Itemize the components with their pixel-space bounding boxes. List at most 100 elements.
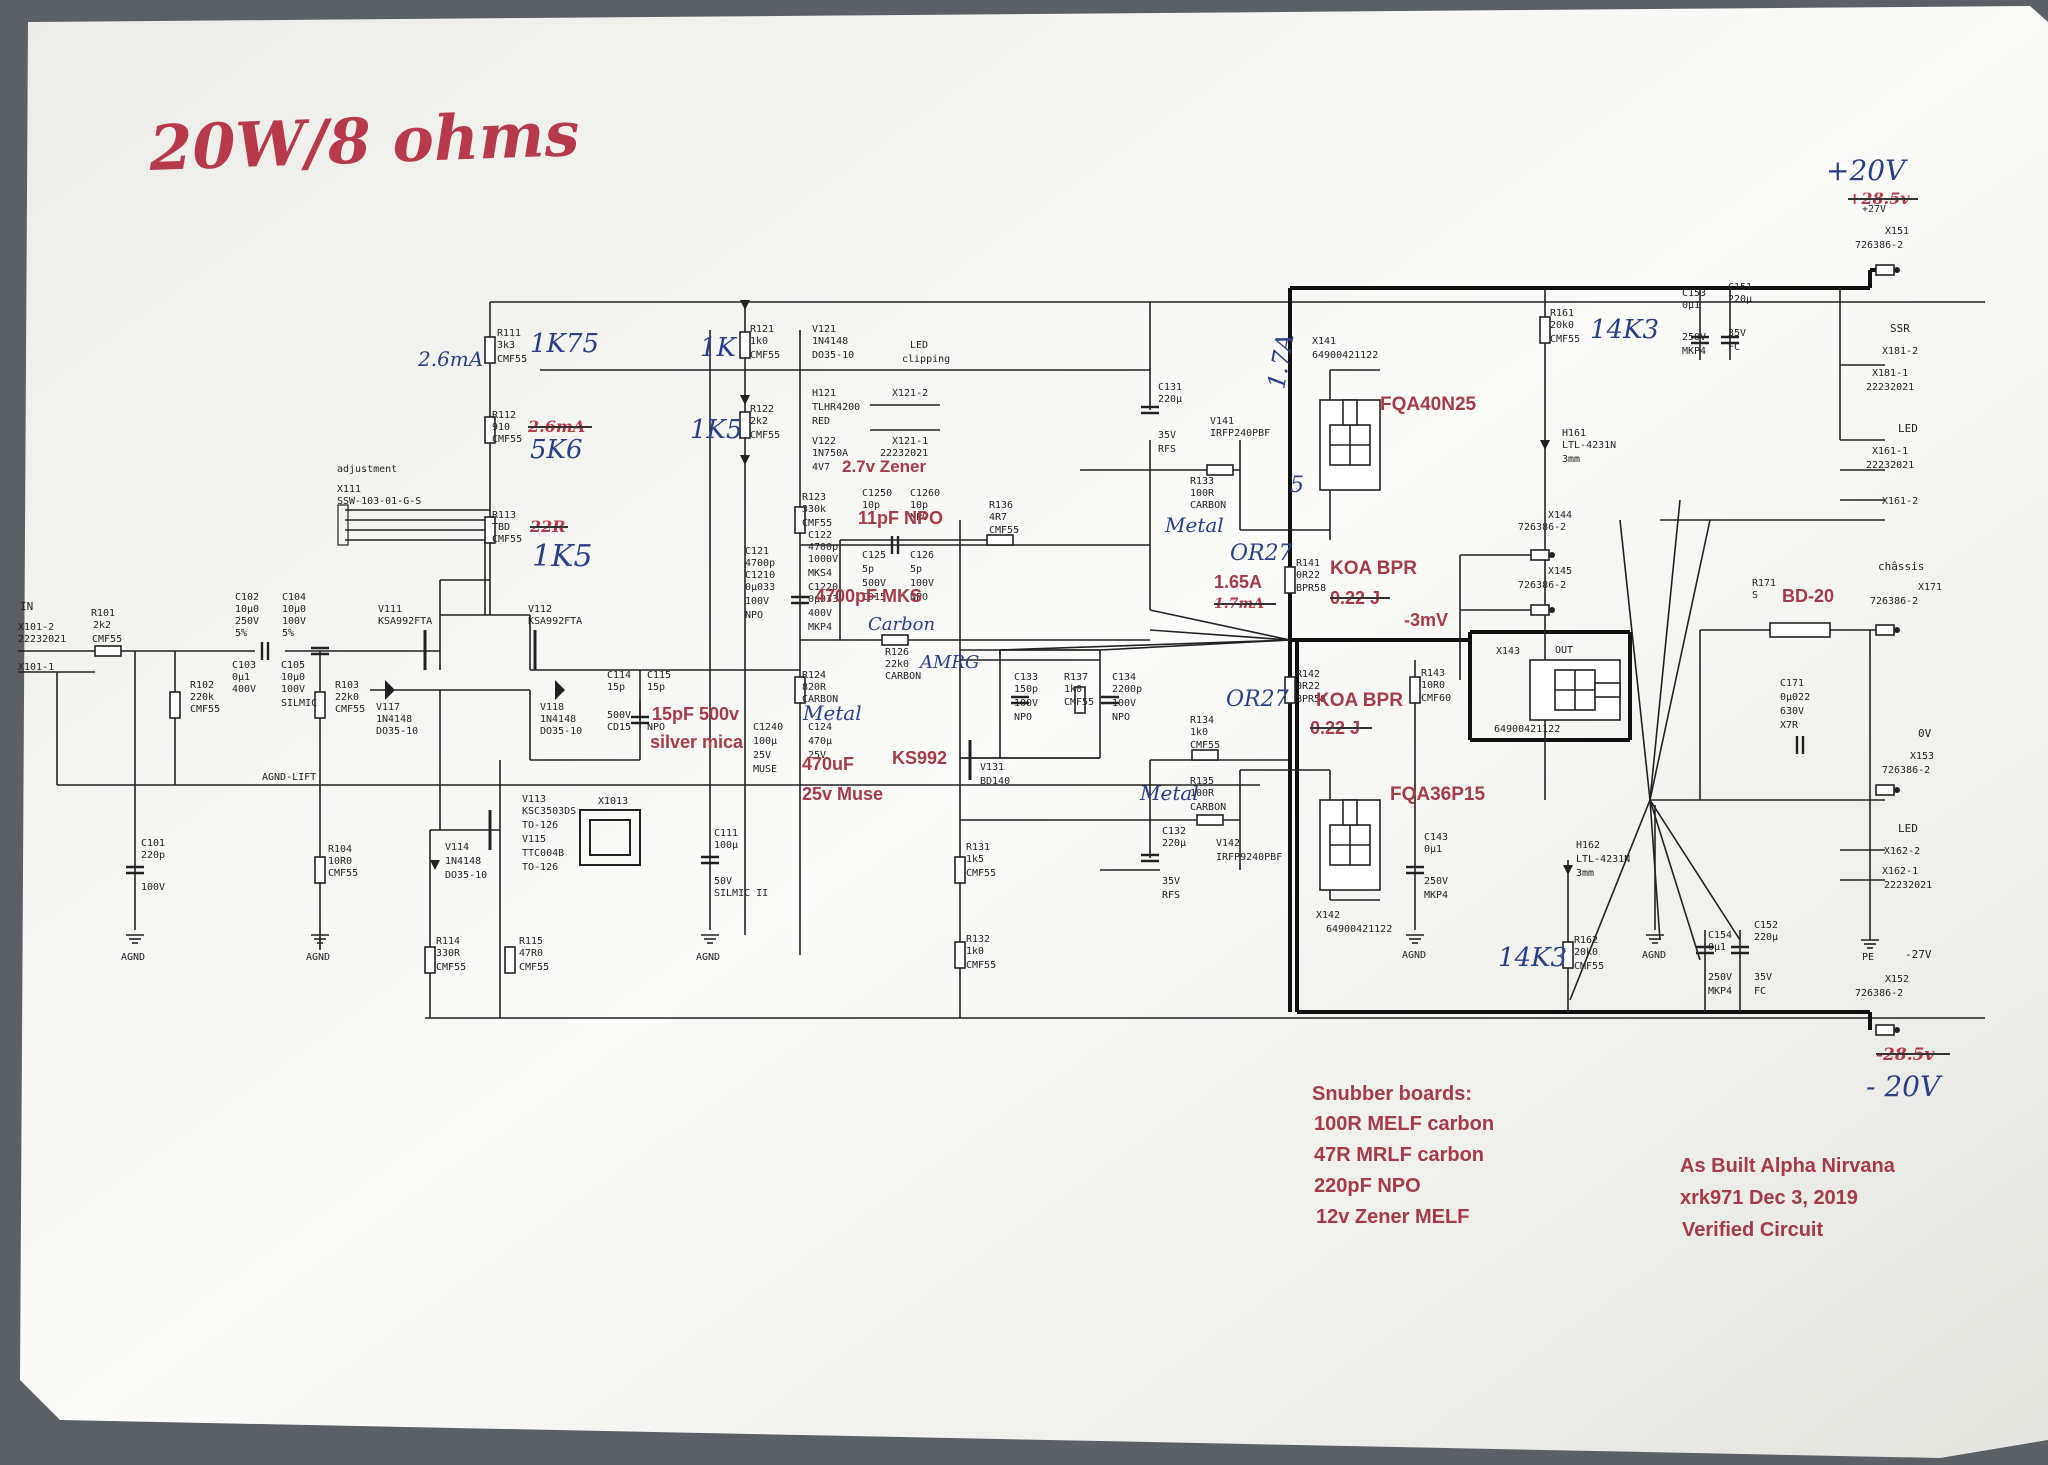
svg-text:10µ0: 10µ0 bbox=[235, 604, 259, 615]
svg-text:H162: H162 bbox=[1576, 840, 1600, 851]
svg-text:MKP4: MKP4 bbox=[1682, 346, 1706, 357]
svg-text:C153: C153 bbox=[1682, 288, 1706, 299]
svg-text:50V: 50V bbox=[714, 876, 732, 887]
svg-text:-3mV: -3mV bbox=[1404, 610, 1448, 630]
svg-text:R134: R134 bbox=[1190, 715, 1214, 726]
svg-text:726386-2: 726386-2 bbox=[1518, 522, 1566, 533]
svg-text:12v Zener MELF: 12v Zener MELF bbox=[1316, 1206, 1469, 1228]
svg-text:100V: 100V bbox=[282, 616, 306, 627]
svg-text:3mm: 3mm bbox=[1562, 454, 1580, 465]
svg-text:150p: 150p bbox=[1014, 684, 1038, 695]
svg-text:R123: R123 bbox=[802, 492, 826, 503]
svg-text:220µ: 220µ bbox=[1158, 394, 1182, 405]
svg-text:CMF55: CMF55 bbox=[966, 960, 996, 971]
svg-text:100µ: 100µ bbox=[714, 840, 738, 851]
svg-text:Metal: Metal bbox=[1139, 781, 1199, 805]
svg-text:500V: 500V bbox=[607, 710, 631, 721]
svg-text:R101: R101 bbox=[91, 608, 115, 619]
svg-text:FQA36P15: FQA36P15 bbox=[1390, 784, 1485, 805]
svg-text:CD15: CD15 bbox=[862, 592, 886, 603]
svg-text:470µ: 470µ bbox=[808, 736, 832, 747]
svg-text:R104: R104 bbox=[328, 844, 352, 855]
svg-text:H161: H161 bbox=[1562, 428, 1586, 439]
svg-text:V122: V122 bbox=[812, 436, 836, 447]
svg-text:X121-1: X121-1 bbox=[892, 436, 928, 447]
svg-text:20k0: 20k0 bbox=[1574, 947, 1598, 958]
svg-text:R171: R171 bbox=[1752, 578, 1776, 589]
svg-text:250V: 250V bbox=[1424, 876, 1448, 887]
svg-text:V111: V111 bbox=[378, 604, 402, 615]
svg-text:1N4148: 1N4148 bbox=[812, 336, 848, 347]
svg-text:910: 910 bbox=[492, 422, 510, 433]
svg-text:C131: C131 bbox=[1158, 382, 1182, 393]
svg-text:C133: C133 bbox=[1014, 672, 1038, 683]
svg-text:10µ0: 10µ0 bbox=[282, 604, 306, 615]
svg-text:X141: X141 bbox=[1312, 336, 1336, 347]
svg-text:TO-126: TO-126 bbox=[522, 862, 558, 873]
svg-text:C102: C102 bbox=[235, 592, 259, 603]
svg-text:C1260: C1260 bbox=[910, 488, 940, 499]
svg-text:NPO: NPO bbox=[910, 592, 928, 603]
svg-text:15pF 500v: 15pF 500v bbox=[652, 704, 739, 724]
svg-text:MKP4: MKP4 bbox=[1424, 890, 1448, 901]
svg-text:R141: R141 bbox=[1296, 558, 1320, 569]
svg-text:220µ: 220µ bbox=[1754, 932, 1778, 943]
svg-text:PE: PE bbox=[1862, 952, 1874, 963]
svg-text:22232021: 22232021 bbox=[18, 634, 66, 645]
svg-text:100R: 100R bbox=[1190, 788, 1215, 799]
svg-text:SILMIC: SILMIC bbox=[281, 698, 317, 709]
svg-text:1N750A: 1N750A bbox=[812, 448, 848, 459]
svg-text:100V: 100V bbox=[910, 578, 934, 589]
svg-text:22k0: 22k0 bbox=[335, 692, 359, 703]
svg-text:1000V: 1000V bbox=[808, 554, 838, 565]
svg-text:100V: 100V bbox=[1112, 698, 1136, 709]
svg-text:Snubber boards:: Snubber boards: bbox=[1312, 1083, 1472, 1105]
svg-text:FQA40N25: FQA40N25 bbox=[1380, 394, 1477, 415]
svg-text:25v Muse: 25v Muse bbox=[802, 784, 883, 804]
svg-text:FC: FC bbox=[1754, 986, 1766, 997]
svg-text:726386-2: 726386-2 bbox=[1870, 596, 1918, 607]
svg-text:V115: V115 bbox=[522, 834, 546, 845]
svg-text:X153: X153 bbox=[1910, 751, 1934, 762]
svg-text:CMF55: CMF55 bbox=[1550, 334, 1580, 345]
svg-text:C114: C114 bbox=[607, 670, 631, 681]
svg-text:clipping: clipping bbox=[902, 354, 950, 365]
svg-text:KOA BPR: KOA BPR bbox=[1330, 558, 1417, 579]
handwritten-title: 20W/8 ohms bbox=[147, 97, 581, 185]
svg-text:726386-2: 726386-2 bbox=[1518, 580, 1566, 591]
svg-text:1N4148: 1N4148 bbox=[540, 714, 576, 725]
svg-text:X101-2: X101-2 bbox=[18, 622, 54, 633]
svg-text:X181-1: X181-1 bbox=[1872, 368, 1908, 379]
svg-text:5p: 5p bbox=[862, 564, 874, 575]
svg-text:1k0: 1k0 bbox=[1064, 684, 1082, 695]
svg-text:CMF55: CMF55 bbox=[92, 634, 122, 645]
svg-text:AGND: AGND bbox=[696, 952, 720, 963]
svg-text:3k3: 3k3 bbox=[497, 340, 515, 351]
svg-text:C101: C101 bbox=[141, 838, 165, 849]
svg-text:CMF55: CMF55 bbox=[492, 434, 522, 445]
svg-text:0µ1: 0µ1 bbox=[1424, 844, 1442, 855]
svg-text:OR27: OR27 bbox=[1226, 687, 1289, 712]
wires bbox=[18, 268, 1985, 1030]
svg-text:LED: LED bbox=[1898, 422, 1918, 435]
handwritten-annotations: 1K75 2.6mA 2.6mA 5K6 22R 1K5 1K 1K5 2.7v… bbox=[417, 154, 1950, 1103]
svg-text:15p: 15p bbox=[607, 682, 625, 693]
svg-text:Verified Circuit: Verified Circuit bbox=[1682, 1219, 1823, 1241]
svg-text:MUSE: MUSE bbox=[753, 764, 777, 775]
svg-text:C104: C104 bbox=[282, 592, 306, 603]
svg-text:1K5: 1K5 bbox=[690, 415, 743, 445]
svg-text:SSR: SSR bbox=[1890, 322, 1910, 335]
svg-text:Carbon: Carbon bbox=[868, 614, 935, 635]
svg-text:AGND-LIFT: AGND-LIFT bbox=[262, 772, 316, 783]
svg-text:Metal: Metal bbox=[802, 701, 862, 725]
svg-text:0V: 0V bbox=[1918, 727, 1932, 740]
svg-text:0µ033: 0µ033 bbox=[808, 594, 838, 605]
svg-text:TBD: TBD bbox=[492, 522, 510, 533]
svg-text:AGND: AGND bbox=[121, 952, 145, 963]
svg-text:CMF55: CMF55 bbox=[1064, 697, 1094, 708]
svg-text:R113: R113 bbox=[492, 510, 516, 521]
svg-text:2.7v Zener: 2.7v Zener bbox=[842, 457, 926, 476]
svg-text:220p: 220p bbox=[141, 850, 165, 861]
svg-text:0µ1: 0µ1 bbox=[1682, 300, 1700, 311]
svg-text:100V: 100V bbox=[1014, 698, 1038, 709]
